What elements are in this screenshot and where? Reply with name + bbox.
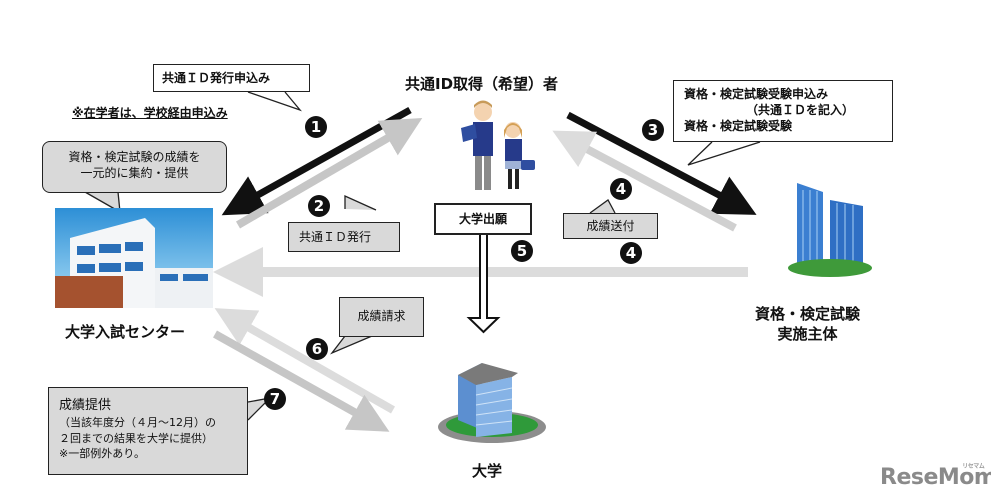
callout-center-role: 資格・検定試験の成績を 一元的に集約・提供 <box>42 141 227 193</box>
callout-score-provide-title: 成績提供 <box>59 398 112 413</box>
callout-id-apply: 共通ＩＤ発行申込み <box>153 64 310 92</box>
callout-exam-line2: （共通ＩＤを記入） <box>746 103 855 118</box>
callout-university-apply: 大学出願 <box>434 203 532 235</box>
callout-id-issue-text: 共通ＩＤ発行 <box>299 230 372 244</box>
step-7-badge: 7 <box>264 388 286 410</box>
callout-exam-line1: 資格・検定試験受験申込み <box>684 87 829 101</box>
provider-building-image <box>785 178 880 278</box>
arrow-step7 <box>213 330 390 432</box>
callout-score-send: 成績送付 <box>563 213 658 239</box>
provider-label-line1: 資格・検定試験 <box>755 305 861 323</box>
center-label: 大学入試センター <box>65 323 186 341</box>
callout-score-provide: 成績提供 （当該年度分（４月～12月）の ２回までの結果を大学に提供） ※一部例… <box>48 387 248 475</box>
applicant-label: 共通ID取得（希望）者 <box>405 75 559 93</box>
callout-center-role-line1: 資格・検定試験の成績を <box>68 150 201 164</box>
step-5-badge: 5 <box>511 240 533 262</box>
step-2-badge: 2 <box>308 195 330 217</box>
building-icon <box>55 218 213 308</box>
students-icon <box>461 100 535 190</box>
callout-id-issue: 共通ＩＤ発行 <box>288 222 400 252</box>
provider-label-line2: 実施主体 <box>777 324 838 343</box>
arrow-step3 <box>566 111 757 215</box>
callout-score-provide-line1: （当該年度分（４月～12月）の <box>59 416 216 430</box>
callout-exam: 資格・検定試験受験申込み （共通ＩＤを記入） 資格・検定試験受験 <box>673 80 893 142</box>
university-label: 大学 <box>472 462 503 480</box>
resemom-logo-kana: リセマム <box>962 463 985 470</box>
resemom-logo-text: ReseMom <box>880 465 991 490</box>
arrow-step5 <box>466 232 501 334</box>
arrow-step4-applicant <box>552 130 737 232</box>
center-building-image <box>55 208 213 308</box>
callout-tail-id-issue <box>344 194 377 211</box>
step-6-badge: 6 <box>306 338 328 360</box>
arrow-step6 <box>214 308 395 414</box>
callout-tail-id-apply <box>247 91 302 112</box>
callout-score-send-text: 成績送付 <box>586 219 635 233</box>
callout-center-role-line2: 一元的に集約・提供 <box>80 166 189 181</box>
office-towers-icon <box>788 183 872 277</box>
callout-tail-score-send <box>589 199 616 214</box>
callout-id-apply-text: 共通ＩＤ発行申込み <box>162 71 271 85</box>
arrow-step2 <box>235 117 423 229</box>
step-1-badge: 1 <box>305 116 327 138</box>
id-apply-note: ※在学者は、学校経由申込み <box>72 106 228 120</box>
callout-score-request: 成績請求 <box>339 297 424 337</box>
callout-score-provide-line3: ※一部例外あり。 <box>59 446 145 460</box>
step-4b-badge: 4 <box>620 242 642 264</box>
callout-score-provide-line2: ２回までの結果を大学に提供） <box>59 431 213 445</box>
callout-university-apply-text: 大学出願 <box>458 212 507 226</box>
students-illustration <box>455 98 540 194</box>
university-tower-icon <box>438 363 546 443</box>
step-3-badge: 3 <box>642 119 664 141</box>
callout-tail-score-request <box>329 335 373 355</box>
step-4a-badge: 4 <box>610 178 632 200</box>
provider-label: 資格・検定試験 実施主体 <box>755 305 860 344</box>
university-building-image <box>436 345 548 445</box>
resemom-logo: ReseMom リセマム <box>880 463 991 490</box>
callout-score-request-text: 成績請求 <box>357 309 406 323</box>
callout-tail-exam <box>687 141 761 166</box>
callout-exam-line3: 資格・検定試験受験 <box>684 119 793 134</box>
